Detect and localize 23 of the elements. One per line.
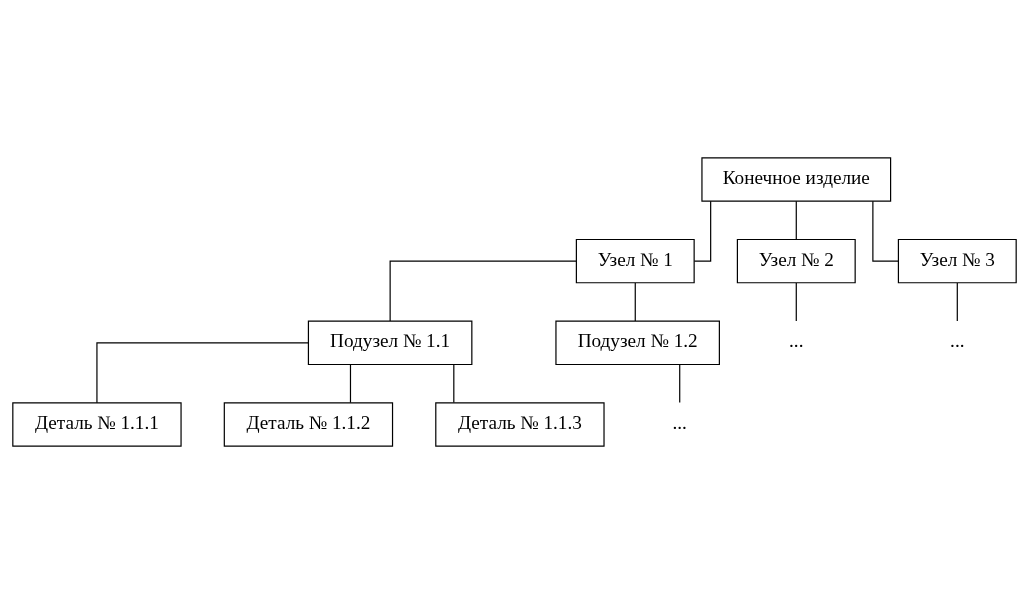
connector — [795, 282, 797, 322]
node-box: Конечное изделие — [701, 157, 892, 202]
connector — [634, 282, 636, 322]
connector — [96, 342, 309, 404]
node-text: ... — [672, 412, 687, 434]
connector — [349, 364, 352, 404]
node-text: ... — [950, 330, 965, 352]
node-box: Деталь № 1.1.1 — [12, 402, 182, 447]
connector — [795, 200, 797, 240]
node-text: ... — [789, 330, 804, 352]
connector — [956, 282, 958, 322]
node-box: Узел № 3 — [897, 238, 1017, 284]
connector — [679, 364, 681, 404]
connector — [453, 364, 455, 404]
node-box: Деталь № 1.1.3 — [435, 402, 605, 447]
node-box: Подузел № 1.2 — [555, 320, 720, 366]
node-box: Подузел № 1.1 — [307, 320, 473, 366]
connector — [872, 200, 899, 262]
node-box: Узел № 2 — [736, 238, 856, 284]
connector — [693, 200, 712, 262]
node-box: Деталь № 1.1.2 — [223, 402, 394, 447]
connector — [389, 260, 577, 322]
node-box: Узел № 1 — [575, 238, 695, 284]
